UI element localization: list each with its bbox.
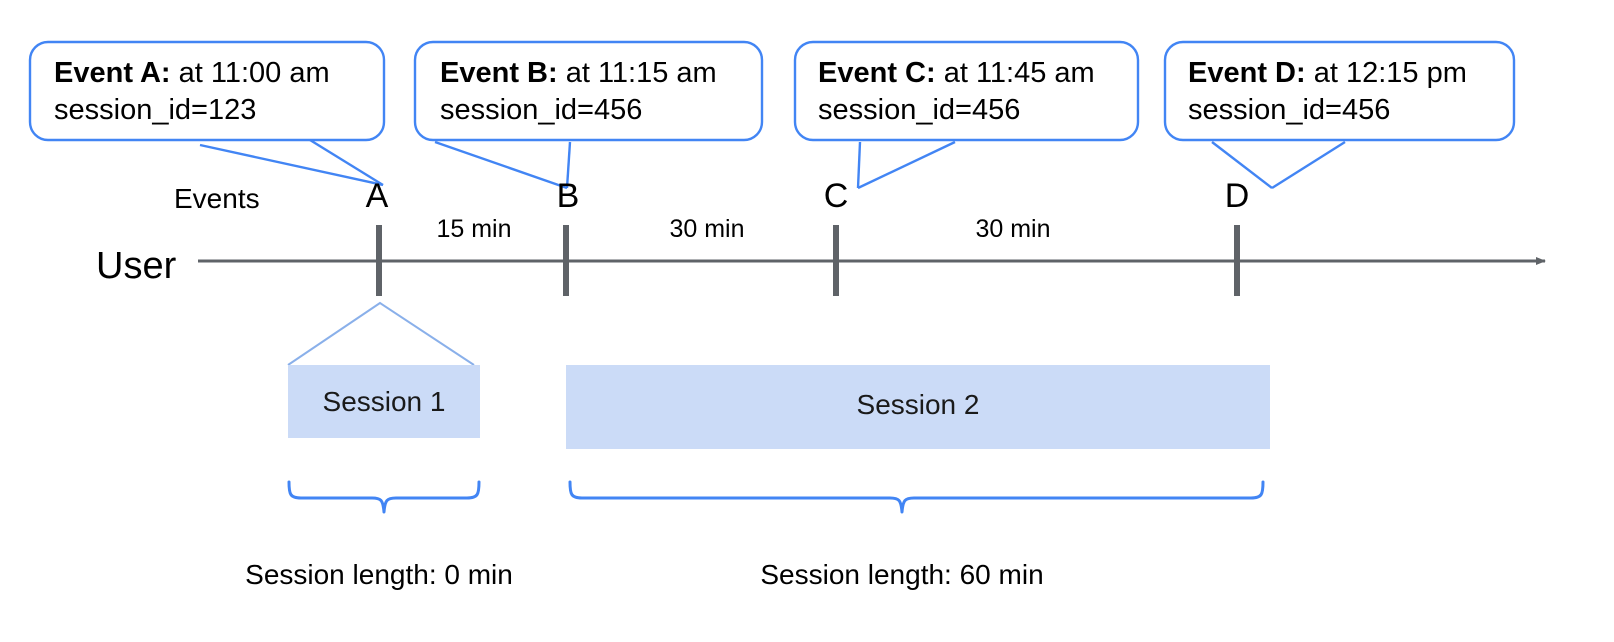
callout-d-tail-right [1271, 140, 1346, 190]
callout-c-bubble [793, 40, 1140, 142]
callout-b-tail-right [565, 141, 572, 189]
session-1-bar[interactable] [288, 365, 480, 438]
interval-label-c-d: 30 min [975, 215, 1050, 243]
callout-event-a[interactable]: Event A: at 11:00 am session_id=123 [28, 40, 386, 187]
callout-a-line1: Event A: at 11:00 am [54, 57, 330, 89]
callout-b-bubble [413, 40, 764, 142]
callout-a-tail-left [199, 143, 384, 187]
callout-b-tail-left [434, 140, 568, 190]
session-2-label: Session 2 [857, 389, 980, 420]
callout-a-line2: session_id=123 [54, 94, 256, 126]
session-1-label: Session 1 [323, 386, 446, 417]
event-letter-b: B [557, 177, 580, 215]
session-2-length-label: Session length: 60 min [760, 559, 1043, 590]
callout-b-line2: session_id=456 [440, 94, 642, 126]
callout-b-rest: at 11:15 am [558, 57, 717, 89]
callout-c-lead: Event C: [818, 57, 936, 89]
user-row-label: User [96, 245, 177, 287]
session-2-group[interactable]: Session 2 [566, 365, 1270, 449]
session-1-funnel [287, 301, 475, 366]
session-1-length-label: Session length: 0 min [245, 559, 513, 590]
callout-a-lead: Event A: [54, 57, 171, 89]
callout-c-rest: at 11:45 am [936, 57, 1095, 89]
callout-d-rest: at 12:15 pm [1306, 57, 1467, 89]
callout-d-bubble [1163, 40, 1516, 142]
callout-a-bubble [28, 40, 386, 142]
session-2-bar[interactable] [566, 365, 1270, 449]
events-row-label: Events [174, 183, 260, 214]
interval-label-b-c: 30 min [669, 215, 744, 243]
interval-label-a-b: 15 min [436, 215, 511, 243]
event-letter-d: D [1225, 177, 1250, 215]
session-1-group[interactable]: Session 1 [287, 301, 480, 438]
event-letter-a: A [366, 177, 389, 215]
event-letter-c: C [824, 177, 849, 215]
callout-d-line2: session_id=456 [1188, 94, 1390, 126]
callout-event-b[interactable]: Event B: at 11:15 am session_id=456 [413, 40, 764, 190]
callout-d-line1: Event D: at 12:15 pm [1188, 57, 1467, 89]
callout-d-lead: Event D: [1188, 57, 1306, 89]
callout-c-tail-right [857, 140, 956, 190]
session-2-brace [568, 480, 1265, 514]
callout-c-line2: session_id=456 [818, 94, 1020, 126]
callout-d-tail-left [1211, 141, 1273, 189]
callout-c-tail-left [856, 141, 862, 189]
callout-event-d[interactable]: Event D: at 12:15 pm session_id=456 [1163, 40, 1516, 190]
callout-a-rest: at 11:00 am [171, 57, 330, 89]
callout-b-line1: Event B: at 11:15 am [440, 57, 717, 89]
callout-c-line1: Event C: at 11:45 am [818, 57, 1095, 89]
callout-a-tail-right [309, 138, 384, 187]
session-1-brace [287, 480, 481, 514]
callout-b-lead: Event B: [440, 57, 558, 89]
session-2-brace-path [568, 480, 1265, 514]
callout-event-c[interactable]: Event C: at 11:45 am session_id=456 [793, 40, 1140, 190]
session-1-brace-path [287, 480, 481, 514]
